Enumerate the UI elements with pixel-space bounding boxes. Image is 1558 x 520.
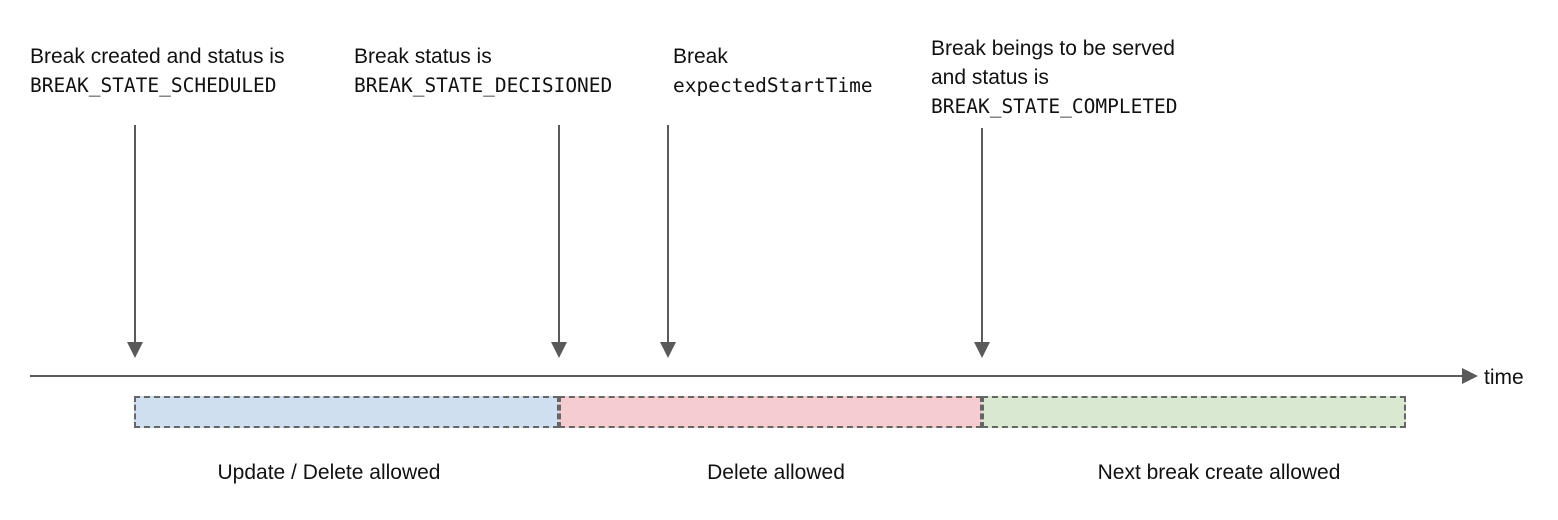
pointer-arrow-decisioned xyxy=(551,125,567,358)
annotation-completed: Break beings to be served and status is … xyxy=(931,34,1178,121)
annotation-decisioned: Break status is BREAK_STATE_DECISIONED xyxy=(354,42,612,100)
phase-caption-next-break: Next break create allowed xyxy=(1097,461,1341,484)
annotation-completed-line2: and status is xyxy=(931,66,1049,89)
annotation-decisioned-line2: BREAK_STATE_DECISIONED xyxy=(354,74,613,97)
phase-bar-update-delete xyxy=(134,396,559,428)
arrowhead-down-icon xyxy=(127,342,143,358)
time-axis-arrowhead-icon xyxy=(1462,368,1478,384)
phase-caption-update-delete: Update / Delete allowed xyxy=(217,461,441,484)
pointer-arrow-completed xyxy=(974,128,990,358)
time-axis-label: time xyxy=(1484,366,1524,389)
annotation-scheduled: Break created and status is BREAK_STATE_… xyxy=(30,42,284,100)
annotation-completed-line1: Break beings to be served xyxy=(931,37,1175,60)
arrowhead-down-icon xyxy=(974,342,990,358)
phase-caption-delete: Delete allowed xyxy=(707,461,845,484)
pointer-arrow-expected-start-time xyxy=(660,125,676,358)
time-axis-line xyxy=(30,375,1462,377)
phase-bar-next-break xyxy=(982,396,1406,428)
arrowhead-down-icon xyxy=(660,342,676,358)
arrowhead-down-icon xyxy=(551,342,567,358)
annotation-completed-line3: BREAK_STATE_COMPLETED xyxy=(931,95,1178,118)
annotation-expected-start-time-line1: Break xyxy=(673,45,728,68)
pointer-arrow-scheduled xyxy=(127,125,143,358)
annotation-decisioned-line1: Break status is xyxy=(354,45,492,68)
phase-bar-delete xyxy=(559,396,982,428)
annotation-expected-start-time: Break expectedStartTime xyxy=(673,42,873,100)
annotation-scheduled-line2: BREAK_STATE_SCHEDULED xyxy=(30,74,277,97)
annotation-scheduled-line1: Break created and status is xyxy=(30,45,285,68)
annotation-expected-start-time-line2: expectedStartTime xyxy=(673,74,873,97)
